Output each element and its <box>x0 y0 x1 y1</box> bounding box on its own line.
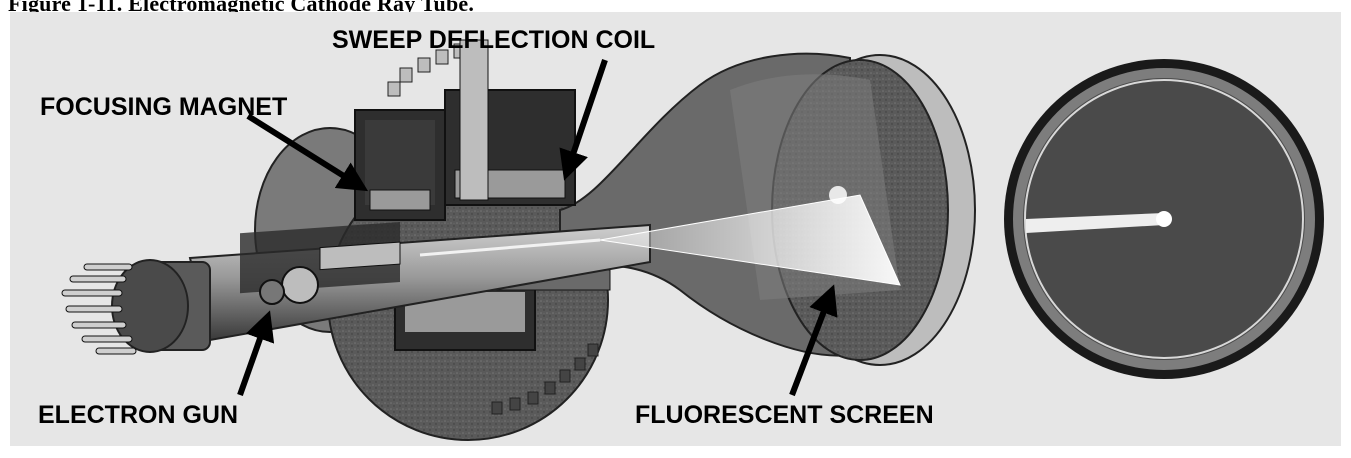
label-fluorescent-screen: FLUORESCENT SCREEN <box>635 401 934 429</box>
tube-bulb <box>560 54 975 365</box>
label-focusing-magnet: FOCUSING MAGNET <box>40 93 287 121</box>
screen-front-view <box>1004 59 1324 379</box>
screen-center-spot <box>1156 211 1172 227</box>
label-sweep-deflection-coil: SWEEP DEFLECTION COIL <box>332 26 655 54</box>
tube-base <box>62 260 210 354</box>
label-electron-gun: ELECTRON GUN <box>38 401 238 429</box>
